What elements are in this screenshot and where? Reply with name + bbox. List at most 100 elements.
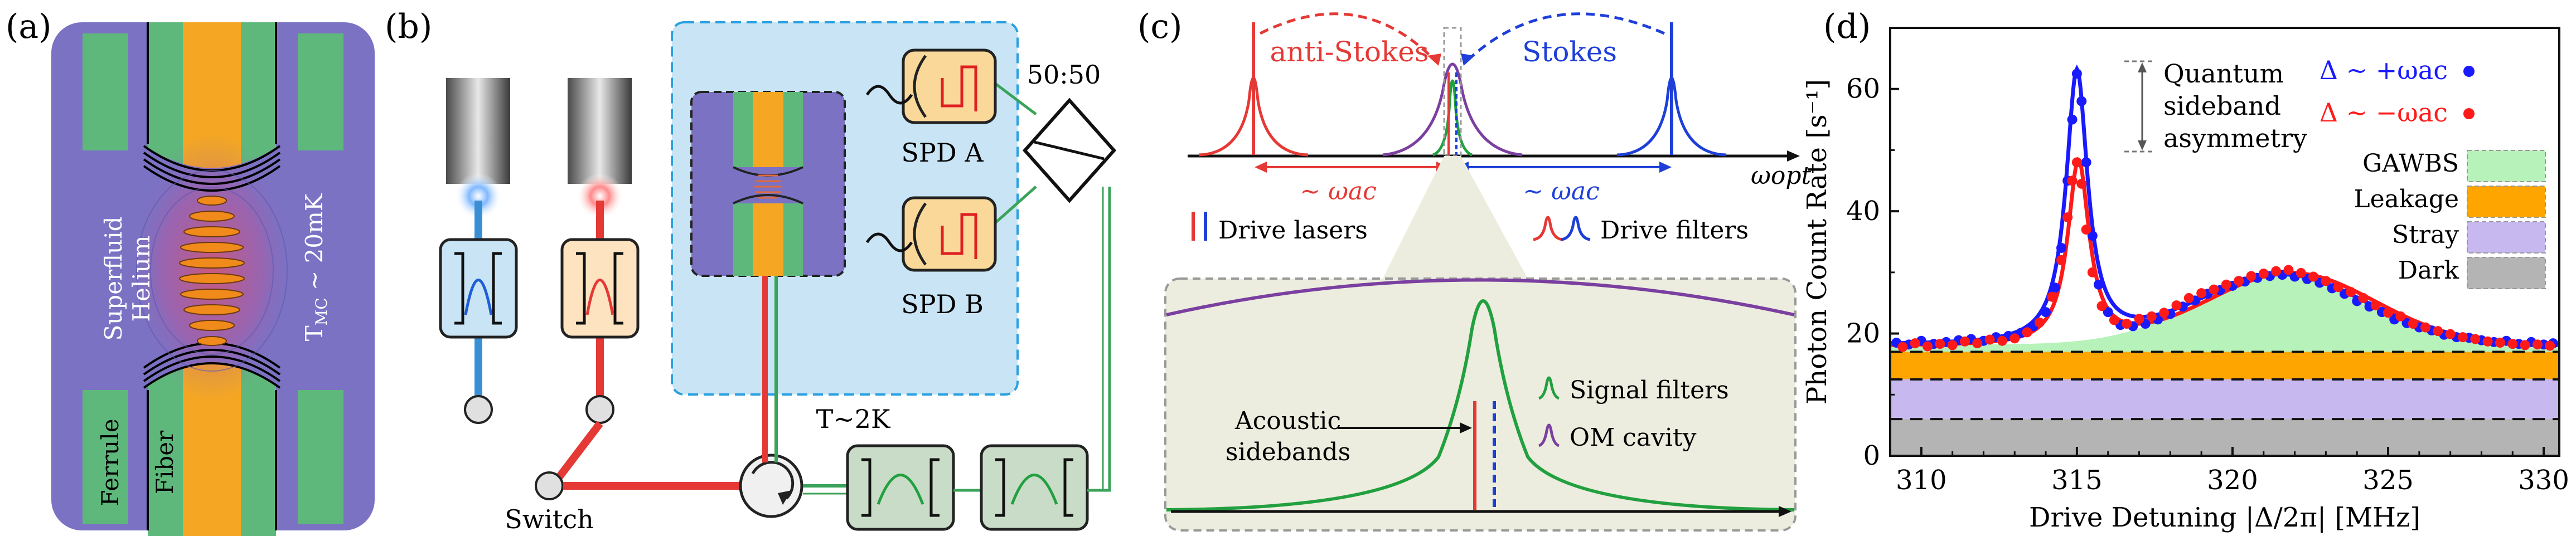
data-point-s1-38 (2321, 276, 2331, 286)
data-point-s1-1 (1910, 338, 1920, 349)
chart-legend: Δ ~ +ωac Δ ~ −ωac GAWBS Leakage Stray Da… (2320, 55, 2546, 289)
legend-om-cavity: OM cavity (1570, 423, 1697, 452)
switch-node[interactable] (535, 471, 564, 500)
data-point-s1-49 (2457, 332, 2468, 343)
annotation-asymmetry: asymmetry (2163, 123, 2307, 153)
standing-wave-antinodes (179, 196, 245, 346)
panel-a-label: (a) (6, 7, 52, 46)
ferrule-bottom-right (298, 390, 343, 524)
legend-plus: Δ ~ +ωac (2320, 55, 2448, 85)
legend-leakage: Leakage (2354, 185, 2459, 213)
dark-band (1890, 419, 2559, 456)
data-point-s1-51 (2482, 336, 2493, 347)
panel-b-label: (b) (385, 7, 432, 46)
x-tick-label-320: 320 (2207, 465, 2258, 496)
panel-a: (a) (6, 7, 375, 536)
data-point-s0-13 (2050, 282, 2060, 293)
data-point-s1-11 (2034, 317, 2045, 328)
spd-a-label: SPD A (901, 138, 984, 168)
data-point-s1-13 (2056, 255, 2066, 265)
data-point-s1-46 (2420, 322, 2430, 333)
data-point-s1-42 (2370, 300, 2381, 311)
blue-beam-node (464, 395, 493, 424)
blue-laser-filter-cavity (439, 238, 518, 339)
x-axis-label: Drive Detuning |Δ/2π| [MHz] (2029, 502, 2420, 533)
data-point-s1-28 (2196, 288, 2207, 299)
data-point-s1-25 (2159, 308, 2170, 318)
y-tick-label-0: 0 (1863, 440, 1880, 471)
legend-drive-lasers: Drive lasers (1218, 216, 1368, 245)
data-point-s1-24 (2146, 311, 2157, 321)
signal-filter-peak (1432, 79, 1473, 157)
data-point-s1-43 (2383, 308, 2394, 318)
om-cavity-peak (1382, 62, 1523, 157)
red-laser-head (568, 78, 632, 184)
red-beam-node (585, 395, 614, 424)
annotation-quantum: Quantum (2163, 59, 2284, 89)
panel-d-label: (d) (1823, 7, 1871, 46)
y-axis-label: Photon Count Rate [s⁻¹] (1802, 79, 1833, 405)
data-point-s1-47 (2433, 326, 2443, 337)
data-point-s1-41 (2358, 293, 2369, 303)
legend-stray: Stray (2392, 221, 2459, 249)
data-point-s0-22 (2103, 307, 2113, 318)
data-point-s1-34 (2271, 266, 2282, 276)
annotation-sideband: sideband (2163, 91, 2281, 121)
acoustic-wave-ripples (136, 170, 288, 372)
panel-c: (c) ωopt anti-Stokes Stokes ~ ωac ~ ωac … (1137, 7, 1812, 532)
cryostat-temperature: T~2K (816, 404, 891, 434)
data-point-s1-6 (1972, 338, 1983, 349)
x-tick-label-325: 325 (2362, 465, 2414, 496)
signal-filter-1 (846, 444, 955, 531)
legend-stray-swatch (2467, 221, 2546, 254)
chart-data-points (1891, 69, 2558, 352)
legend-gawbs-swatch (2467, 150, 2546, 182)
label-superfluid: Superfluid (100, 216, 127, 340)
data-point-s1-29 (2209, 284, 2219, 295)
data-point-s1-22 (2122, 319, 2132, 329)
data-point-s1-18 (2081, 225, 2091, 235)
data-point-s1-20 (2096, 301, 2107, 311)
data-point-s1-15 (2067, 176, 2078, 186)
data-point-s1-35 (2283, 265, 2294, 275)
asymmetry-annotation: Quantum sideband asymmetry (2124, 59, 2307, 153)
label-tmc: TMC ~ 20mK (301, 193, 331, 341)
omega-ac-right-label: ~ ωac (1523, 177, 1600, 206)
anti-stokes-label: anti-Stokes (1270, 36, 1429, 68)
data-point-s1-30 (2221, 279, 2231, 290)
legend-plus-marker (2463, 66, 2475, 77)
ferrule-top-right (298, 33, 343, 150)
splitter-label: 50:50 (1027, 60, 1101, 90)
blue-laser-head (446, 78, 510, 184)
legend-dark: Dark (2398, 256, 2459, 285)
signal-filter-2 (980, 444, 1089, 531)
legend-leakage-swatch (2467, 186, 2546, 218)
zoom-box (1443, 27, 1462, 157)
panel-b: (b) T~2K Switch (385, 7, 1117, 534)
legend-gawbs: GAWBS (2362, 149, 2459, 178)
data-point-s1-10 (2022, 327, 2032, 338)
data-point-s1-39 (2333, 282, 2343, 293)
data-point-s0-21 (2093, 279, 2104, 290)
data-point-s1-12 (2047, 291, 2057, 302)
legend-drive-filters: Drive filters (1600, 216, 1749, 245)
inset-signal-filter-curve (1166, 299, 1795, 511)
ferrule-bottom-left (83, 390, 128, 524)
label-ferrule: Ferrule (96, 418, 124, 506)
ferrule-top-left (83, 33, 128, 150)
data-point-s1-31 (2234, 276, 2244, 286)
data-point-s0-20 (2087, 231, 2098, 241)
data-point-s1-5 (1959, 336, 1970, 347)
blue-laser-glow (455, 173, 502, 220)
legend-minus: Δ ~ −ωac (2320, 98, 2448, 128)
omega-ac-left-label: ~ ωac (1300, 177, 1377, 206)
legend-dark-swatch (2467, 257, 2546, 289)
data-point-s1-45 (2408, 319, 2418, 329)
data-point-s1-8 (1997, 335, 2007, 346)
data-point-s1-48 (2445, 329, 2456, 339)
data-point-s1-32 (2246, 271, 2257, 281)
data-point-s1-4 (1947, 340, 1958, 350)
data-point-s1-14 (2062, 212, 2073, 223)
chart-background-bands (1890, 275, 2559, 456)
